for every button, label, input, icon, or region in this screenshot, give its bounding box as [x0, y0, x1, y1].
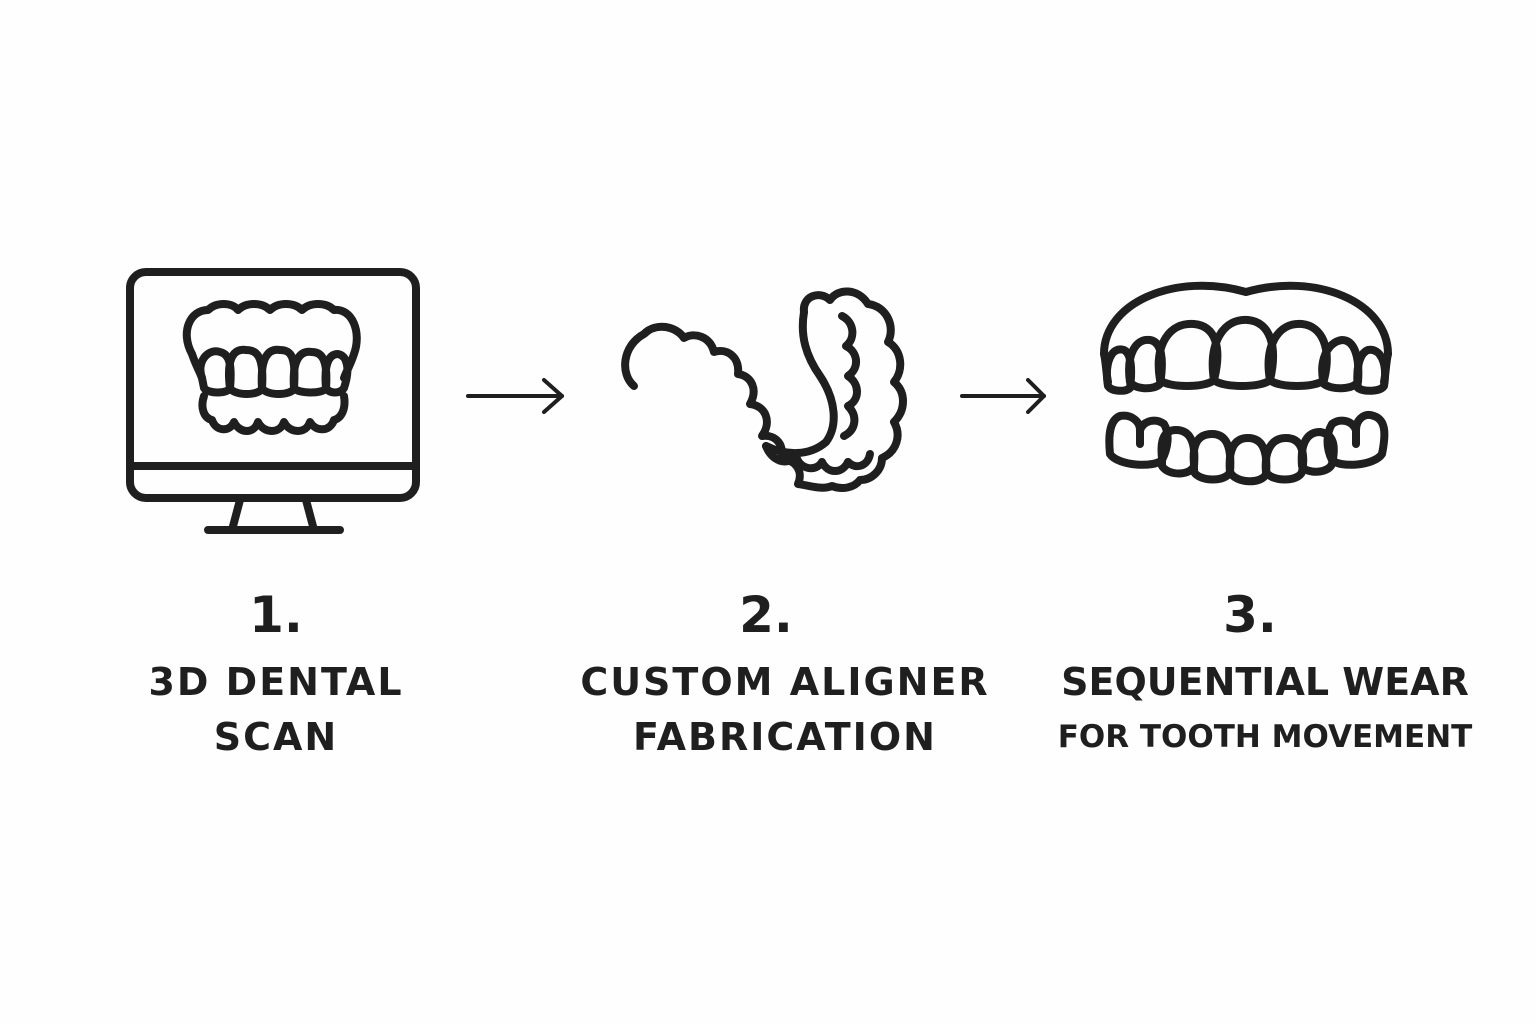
clear-aligner-tray-icon: [606, 276, 916, 506]
step-3-label-line-2: FOR TOOTH MOVEMENT: [1057, 719, 1473, 755]
right-arrow-icon: [958, 378, 1062, 414]
step-1-number: 1.: [249, 586, 303, 644]
step-1-label-line-1: 3D DENTAL: [148, 660, 404, 704]
monitor-with-teeth-icon: [120, 262, 430, 542]
monitor-screen: [126, 268, 420, 502]
step-3-label: SEQUENTIAL WEAR FOR TOOTH MOVEMENT: [1050, 655, 1480, 765]
step-1-label: 3D DENTAL SCAN: [76, 655, 476, 765]
step-2-label-line-1: CUSTOM ALIGNER: [580, 660, 990, 704]
step-2-label-line-2: FABRICATION: [633, 715, 937, 759]
step-3-label-line-1: SEQUENTIAL WEAR: [1061, 660, 1469, 704]
step-3-number: 3.: [1223, 586, 1277, 644]
open-teeth-icon: [1096, 262, 1396, 512]
step-1-label-line-2: SCAN: [213, 715, 339, 759]
step-2-label: CUSTOM ALIGNER FABRICATION: [560, 655, 1010, 765]
right-arrow-icon: [464, 378, 568, 414]
step-2-number: 2.: [739, 586, 793, 644]
